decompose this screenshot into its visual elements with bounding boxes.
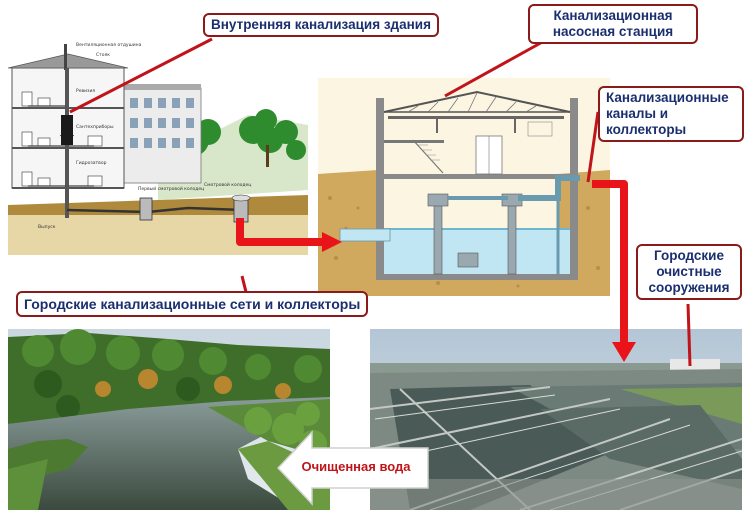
- river-photo: [8, 329, 330, 510]
- pump-station-line-2: насосная станция: [552, 24, 674, 39]
- treatment-line-3: сооружения: [648, 280, 730, 295]
- clean-water-arrow: [276, 430, 429, 506]
- channels-line-2: каналы и: [606, 106, 669, 121]
- channels-line-3: коллекторы: [606, 122, 687, 137]
- label-view-well: Смотровой колодец: [204, 181, 251, 188]
- treatment-plant-photo: [370, 329, 742, 510]
- treatment-line-2: очистные: [656, 264, 722, 279]
- building-sewage-diagram: Вентиляционная отдушина Стояк Ревизия Са…: [8, 40, 308, 255]
- label-revision: Ревизия: [76, 88, 95, 94]
- label-trap: Гидрозатвор: [76, 160, 107, 166]
- pump-station-line-1: Канализационная: [553, 8, 673, 23]
- label-outlet: Выпуск: [38, 224, 56, 230]
- callout-internal-sewage: Внутренняя канализация здания: [203, 13, 439, 37]
- callout-city-networks: Городские канализационные сети и коллект…: [16, 291, 369, 317]
- label-riser: Стояк: [96, 52, 110, 58]
- channels-line-1: Канализационные: [606, 90, 729, 105]
- pump-station-diagram: [318, 78, 610, 296]
- clean-water-label: Очищенная вода: [301, 459, 411, 474]
- label-first-well: Первый смотровой колодец: [138, 185, 204, 192]
- label-fixtures: Сантехприборы: [76, 124, 114, 130]
- callout-pump-station: Канализационная насосная станция: [528, 4, 698, 44]
- treatment-line-1: Городские: [653, 248, 724, 263]
- label-vent: Вентиляционная отдушина: [76, 42, 142, 48]
- callout-treatment: Городские очистные сооружения: [636, 244, 742, 300]
- callout-channels: Канализационные каналы и коллекторы: [598, 86, 744, 142]
